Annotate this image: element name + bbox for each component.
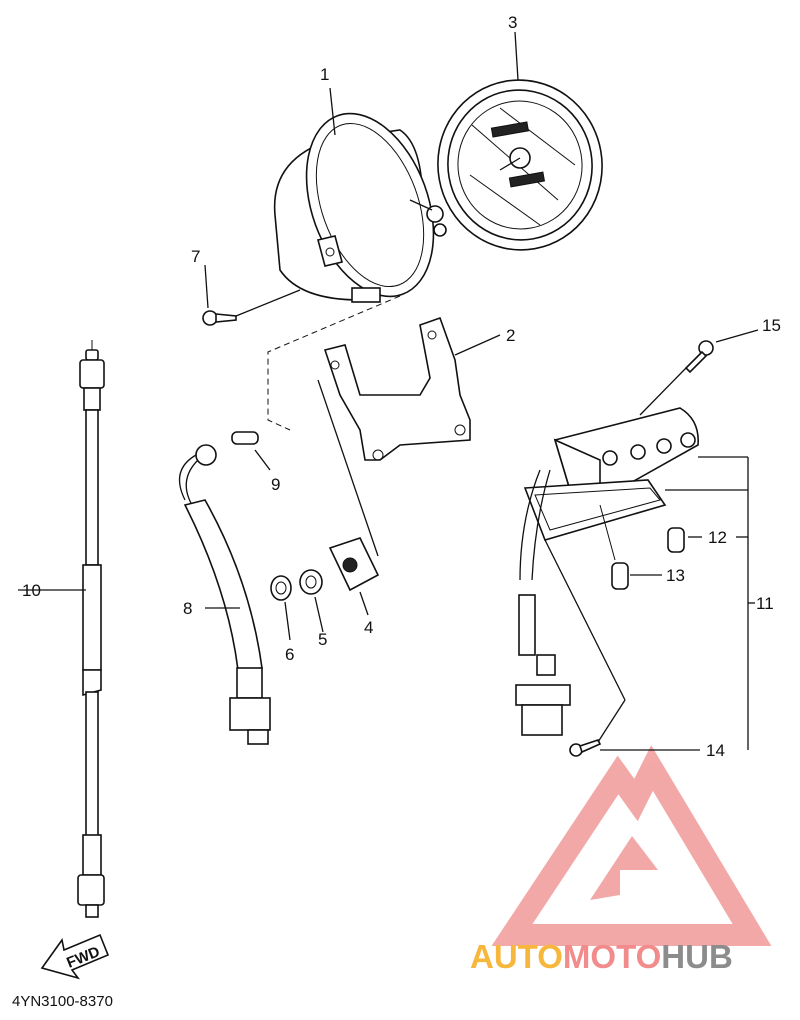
washer-5 (299, 569, 324, 633)
screw-14 (544, 539, 700, 757)
indicator-light-assembly (515, 407, 755, 750)
watermark-logo (491, 745, 772, 946)
callout-8: 8 (183, 599, 192, 618)
callout-4: 4 (364, 618, 373, 637)
screw-15 (639, 329, 759, 416)
callout-14: 14 (706, 741, 725, 760)
bulb-9 (231, 431, 271, 471)
diagram-code: 4YN3100-8370 (12, 993, 113, 1010)
watermark-text: AUTOMOTOHUB (470, 938, 733, 975)
watermark-hub: HUB (661, 938, 733, 975)
callout-15: 15 (762, 316, 781, 335)
callout-11: 11 (756, 594, 774, 613)
meter-bracket (323, 316, 501, 461)
meter-case (273, 87, 435, 303)
callout-10: 10 (22, 581, 41, 600)
callout-2: 2 (506, 326, 515, 345)
meter-assembly (409, 31, 603, 251)
watermark-auto: AUTO (470, 938, 563, 975)
bulb-13 (599, 504, 662, 590)
callout-5: 5 (318, 630, 327, 649)
callout-3: 3 (508, 13, 517, 32)
watermark-moto: MOTO (563, 938, 661, 975)
callout-7: 7 (191, 247, 200, 266)
collar-6 (270, 575, 292, 641)
callout-9: 9 (271, 475, 280, 494)
callout-6: 6 (285, 645, 294, 664)
damper-4 (317, 379, 380, 616)
meter-lead-wire (178, 444, 271, 745)
bulb-12 (667, 527, 702, 553)
callout-13: 13 (666, 566, 685, 585)
forward-arrow: FWD (40, 933, 110, 980)
speedometer-cable (18, 340, 105, 918)
screw-7 (202, 264, 301, 326)
callout-12: 12 (708, 528, 727, 547)
callout-1: 1 (320, 65, 329, 84)
